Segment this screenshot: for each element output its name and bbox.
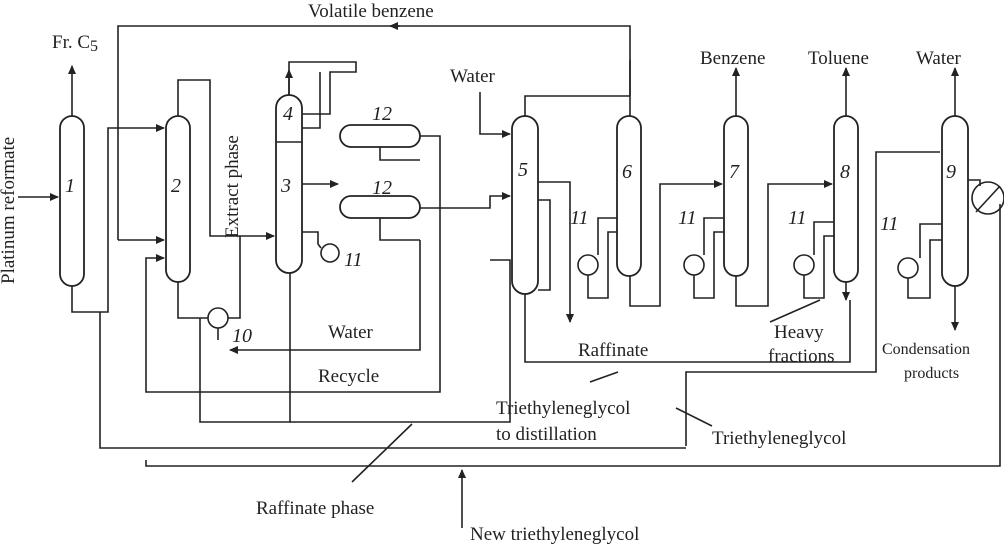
column-9: [941, 115, 969, 287]
label-fr-c5: Fr. C5: [52, 32, 98, 55]
unit-5-label: 5: [518, 159, 528, 181]
column-2: [165, 115, 191, 283]
label-condensation-2: products: [904, 365, 959, 382]
pipes: [18, 22, 1001, 528]
pump-11-col6: [577, 254, 599, 276]
column-6: [616, 115, 642, 277]
pump-11-col3: [320, 243, 340, 263]
label-platinum-reformate: Platinum reformate: [0, 137, 19, 284]
unit-3-label: 3: [280, 175, 291, 197]
settler-12-lower: [339, 195, 421, 219]
unit-7-label: 7: [729, 161, 740, 183]
label-heavy-fractions-1: Heavy: [774, 322, 824, 343]
label-teg-distillation-2: to distillation: [496, 424, 597, 445]
pump-11-col9: [897, 257, 919, 279]
pump-11-col7: [683, 254, 705, 276]
label-teg: Triethyleneglycol: [712, 428, 846, 449]
label-water-top: Water: [450, 66, 496, 87]
label-raffinate: Raffinate: [578, 340, 648, 361]
column-8: [833, 115, 859, 283]
pump-11-col8: [793, 254, 815, 276]
column-7: [723, 115, 749, 277]
unit-11-col8-label: 11: [788, 207, 807, 229]
unit-12-lower-label: 12: [372, 177, 392, 199]
label-toluene: Toluene: [808, 48, 869, 69]
unit-1-label: 1: [65, 175, 75, 197]
label-teg-distillation-1: Triethyleneglycol: [496, 398, 630, 419]
label-benzene: Benzene: [700, 48, 765, 69]
unit-11-col6-label: 11: [570, 207, 589, 229]
label-water-mid: Water: [328, 322, 374, 343]
unit-11-col3-label: 11: [344, 249, 363, 271]
label-raffinate-phase: Raffinate phase: [256, 498, 374, 519]
column-5: [511, 115, 539, 295]
label-recycle: Recycle: [318, 366, 379, 387]
label-condensation-1: Condensation: [882, 341, 970, 358]
unit-6-label: 6: [622, 161, 632, 183]
label-heavy-fractions-2: fractions: [768, 346, 834, 367]
settler-12-upper: [339, 124, 421, 148]
label-water-right: Water: [916, 48, 962, 69]
unit-10-label: 10: [232, 325, 252, 347]
label-extract-phase: Extract phase: [222, 135, 243, 238]
unit-8-label: 8: [840, 161, 850, 183]
label-new-teg: New triethyleneglycol: [470, 524, 639, 545]
unit-4-label: 4: [283, 103, 293, 125]
unit-11-col7-label: 11: [678, 207, 697, 229]
unit-11-col9-label: 11: [880, 213, 899, 235]
unit-9-label: 9: [946, 161, 956, 183]
pump-10: [207, 307, 229, 329]
label-volatile-benzene: Volatile benzene: [308, 1, 434, 22]
column-1: [59, 115, 85, 287]
unit-2-label: 2: [171, 175, 181, 197]
unit-12-upper-label: 12: [372, 103, 392, 125]
